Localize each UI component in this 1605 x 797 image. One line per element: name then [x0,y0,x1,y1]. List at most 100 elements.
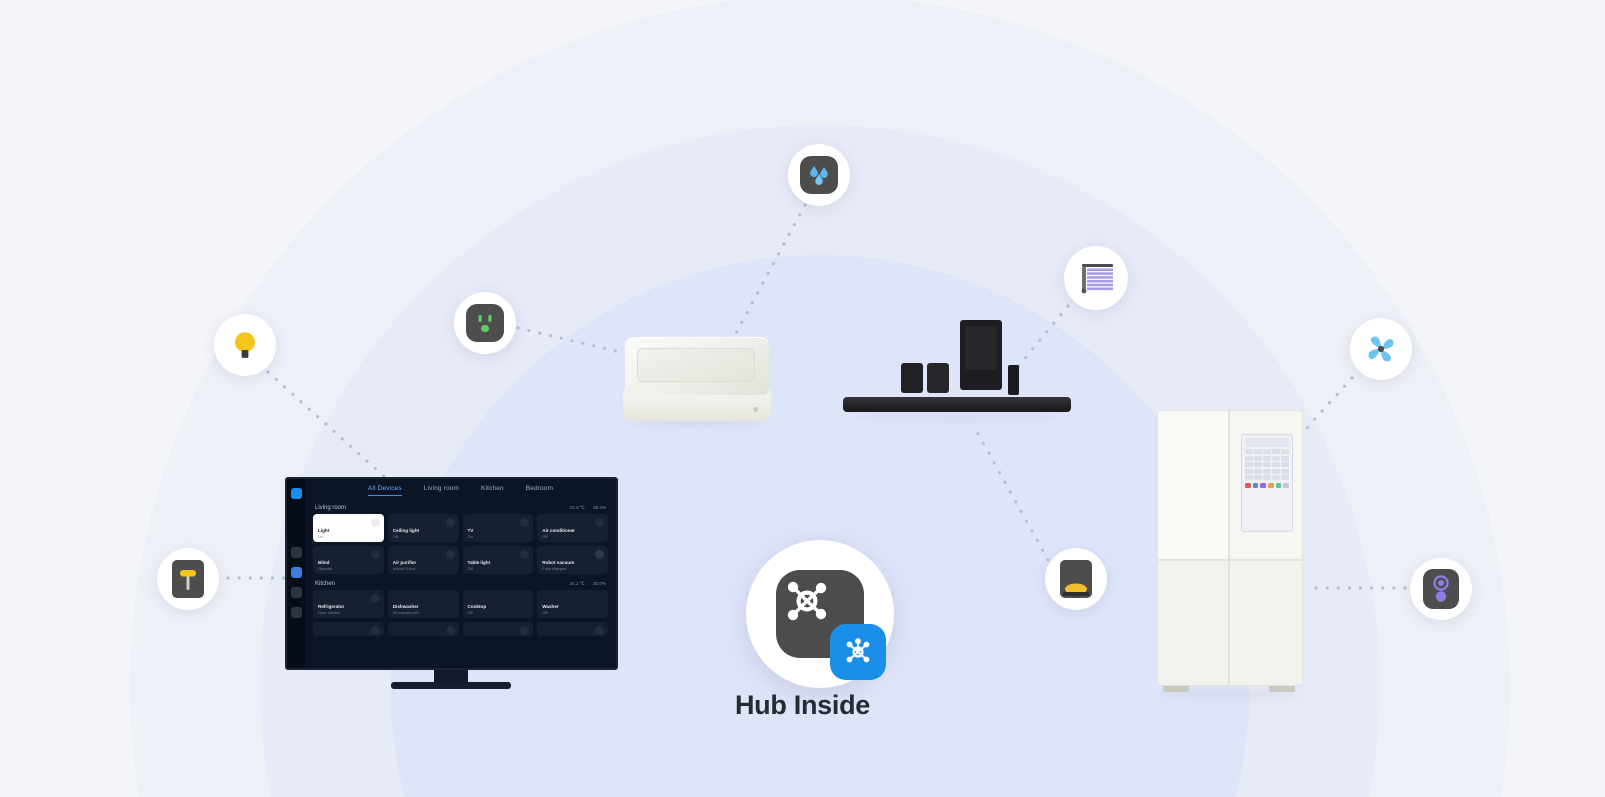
power-toggle[interactable] [445,518,455,527]
tv-tab-bar[interactable]: All Devices Living room Kitchen Bedroom [313,485,608,496]
app-tile[interactable] [1281,475,1289,481]
soundbar-system[interactable] [843,315,1075,430]
power-toggle[interactable] [520,594,529,603]
app-tile[interactable] [1254,468,1262,474]
device-card[interactable]: Table light Off [462,546,534,574]
app-tile[interactable] [1263,449,1271,454]
device-card[interactable] [313,622,384,636]
device-card[interactable]: Cooktop Off [462,590,534,618]
app-tile[interactable] [1263,468,1271,474]
dock-icon-grey[interactable] [1283,483,1290,489]
power-toggle[interactable] [520,518,530,527]
power-toggle[interactable] [445,550,455,559]
smart-tv[interactable]: All Devices Living room Kitchen Bedroom … [285,477,618,689]
home-icon[interactable] [290,547,302,558]
device-status: Off [467,566,473,571]
device-card[interactable]: Light On [313,514,384,542]
hub-device[interactable] [623,337,771,427]
hub-inside-bubble[interactable] [746,540,894,688]
table-lamp-bubble[interactable] [1045,548,1107,610]
dock-icon-green[interactable] [1275,483,1282,489]
automations-icon[interactable] [290,587,302,598]
section-header-kitchen: Kitchen 24.1 ℃ 30.0% [315,581,606,587]
motion-sensor-bubble[interactable] [1410,558,1472,620]
fridge-touchscreen[interactable] [1241,434,1293,532]
device-card[interactable]: Washer Off [537,590,608,618]
device-card[interactable] [462,622,534,636]
app-tile[interactable] [1272,468,1280,474]
app-tile[interactable] [1263,455,1271,461]
smart-refrigerator[interactable] [1157,410,1303,698]
dock-icon-purple[interactable] [1260,483,1267,489]
window-blind-bubble[interactable] [1064,246,1128,310]
app-tile[interactable] [1245,455,1253,461]
device-status: Off [542,534,548,539]
power-toggle[interactable] [370,594,380,603]
device-card[interactable]: Air conditioner Off [537,514,608,542]
dock-icon-red[interactable] [1245,483,1251,489]
app-tile[interactable] [1254,462,1262,468]
play-button[interactable] [595,550,604,559]
device-card[interactable]: Blind Opened [313,546,384,574]
app-tile[interactable] [1281,462,1289,468]
app-tile[interactable] [1272,455,1280,461]
hub-device-top [625,337,769,395]
smart-plug-icon [466,304,504,342]
app-tile[interactable] [1245,449,1253,454]
power-toggle[interactable] [370,550,380,559]
device-card[interactable]: Ceiling light Off [387,514,459,542]
app-tile[interactable] [1272,449,1280,454]
app-tile[interactable] [1263,475,1271,481]
app-tile[interactable] [1245,462,1253,468]
tab-all-devices[interactable]: All Devices [368,485,402,496]
dimmer-switch-bubble[interactable] [157,548,219,610]
tab-bedroom[interactable]: Bedroom [525,485,554,492]
light-bulb-bubble[interactable] [214,314,276,376]
device-card[interactable]: Robot vacuum Fully charged [537,546,608,574]
water-sensor-bubble[interactable] [788,144,850,206]
power-toggle[interactable] [595,594,604,603]
fridge-screen-dock[interactable] [1245,483,1290,489]
device-card[interactable]: Refrigerator Door closed [313,590,384,618]
air-fan-bubble[interactable] [1350,318,1412,380]
device-grid-kitchen[interactable]: Refrigerator Door closed Dishwasher 39 m… [313,590,608,636]
badge-network-glyph [846,638,870,663]
power-toggle[interactable] [520,626,530,635]
power-toggle[interactable] [370,626,380,635]
power-toggle[interactable] [595,518,604,527]
app-tile[interactable] [1254,475,1262,481]
device-status: On [318,534,324,539]
app-tile[interactable] [1245,468,1253,474]
settings-icon[interactable] [290,607,302,618]
device-card[interactable] [387,622,459,636]
app-tile[interactable] [1272,462,1280,468]
device-card[interactable]: TV On [462,514,534,542]
power-toggle[interactable] [520,550,530,559]
app-tile[interactable] [1254,449,1262,454]
tab-kitchen[interactable]: Kitchen [481,485,504,492]
app-tile[interactable] [1263,462,1271,468]
app-tile[interactable] [1281,455,1289,461]
dock-icon-blue[interactable] [1252,483,1259,489]
power-toggle[interactable] [445,626,455,635]
devices-grid-icon[interactable] [290,567,302,578]
tab-living-room[interactable]: Living room [423,485,460,492]
smart-plug-bubble[interactable] [454,292,516,354]
device-card[interactable]: Dishwasher 39 minutes left [387,590,459,618]
app-tile[interactable] [1245,475,1253,481]
app-tile[interactable] [1254,455,1262,461]
app-tile[interactable] [1281,468,1289,474]
subwoofer [960,320,1002,390]
power-toggle[interactable] [370,518,380,527]
fridge-app-grid[interactable] [1245,449,1289,481]
app-tile[interactable] [1281,449,1289,454]
tv-sidebar[interactable] [287,479,305,668]
dock-icon-orange[interactable] [1268,483,1274,489]
power-toggle[interactable] [595,626,604,635]
app-tile[interactable] [1272,475,1280,481]
power-toggle[interactable] [446,594,455,603]
device-card[interactable] [537,622,608,636]
outlet-glyph [478,315,492,332]
device-grid-living-room[interactable]: Light On Ceiling light Off TV On [313,514,608,574]
device-card[interactable]: Air purifier Indoor Good [387,546,459,574]
